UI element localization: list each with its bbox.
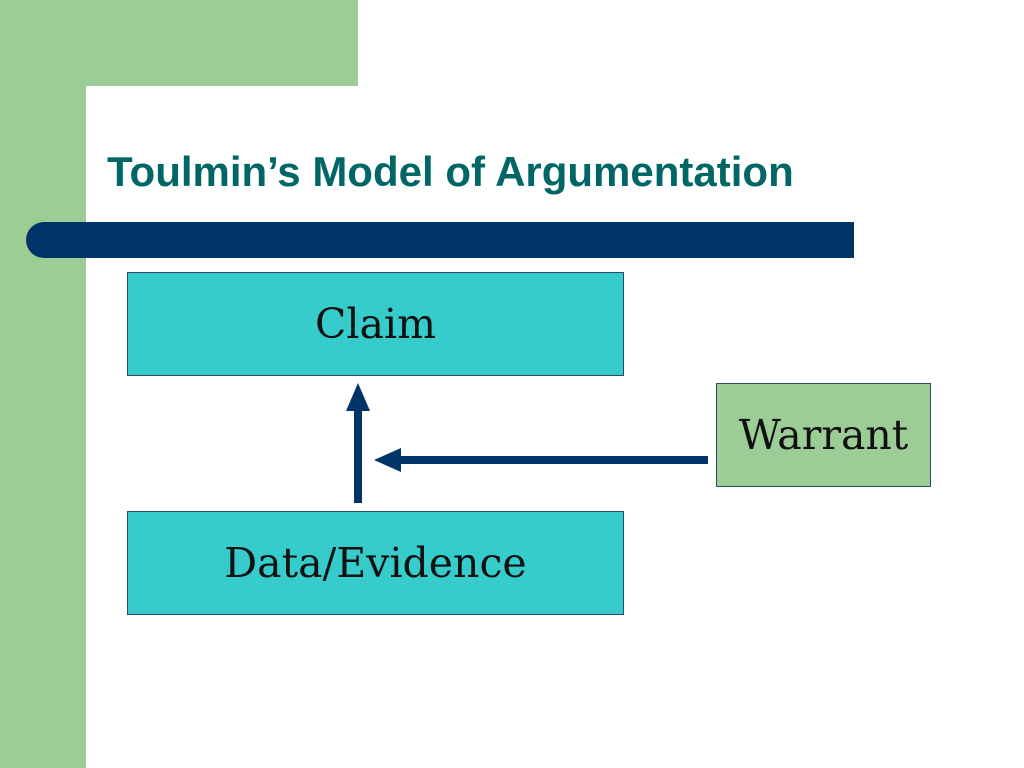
warrant-label: Warrant bbox=[738, 411, 909, 459]
top-decorative-block bbox=[0, 0, 358, 86]
warrant-box: Warrant bbox=[716, 383, 931, 487]
left-decorative-strip bbox=[0, 0, 86, 768]
title-underline-bar bbox=[26, 222, 854, 258]
warrant-to-link-arrow bbox=[374, 448, 708, 472]
evidence-to-claim-arrowhead bbox=[346, 383, 370, 411]
warrant-to-link-arrowhead bbox=[374, 448, 401, 472]
slide-title: Toulmin’s Model of Argumentation bbox=[107, 148, 794, 195]
rounded-corner-decoration bbox=[86, 86, 166, 166]
claim-label: Claim bbox=[315, 300, 436, 348]
evidence-label: Data/Evidence bbox=[224, 539, 527, 587]
claim-box: Claim bbox=[127, 272, 624, 376]
evidence-to-claim-arrow bbox=[346, 383, 370, 503]
evidence-box: Data/Evidence bbox=[127, 511, 624, 615]
